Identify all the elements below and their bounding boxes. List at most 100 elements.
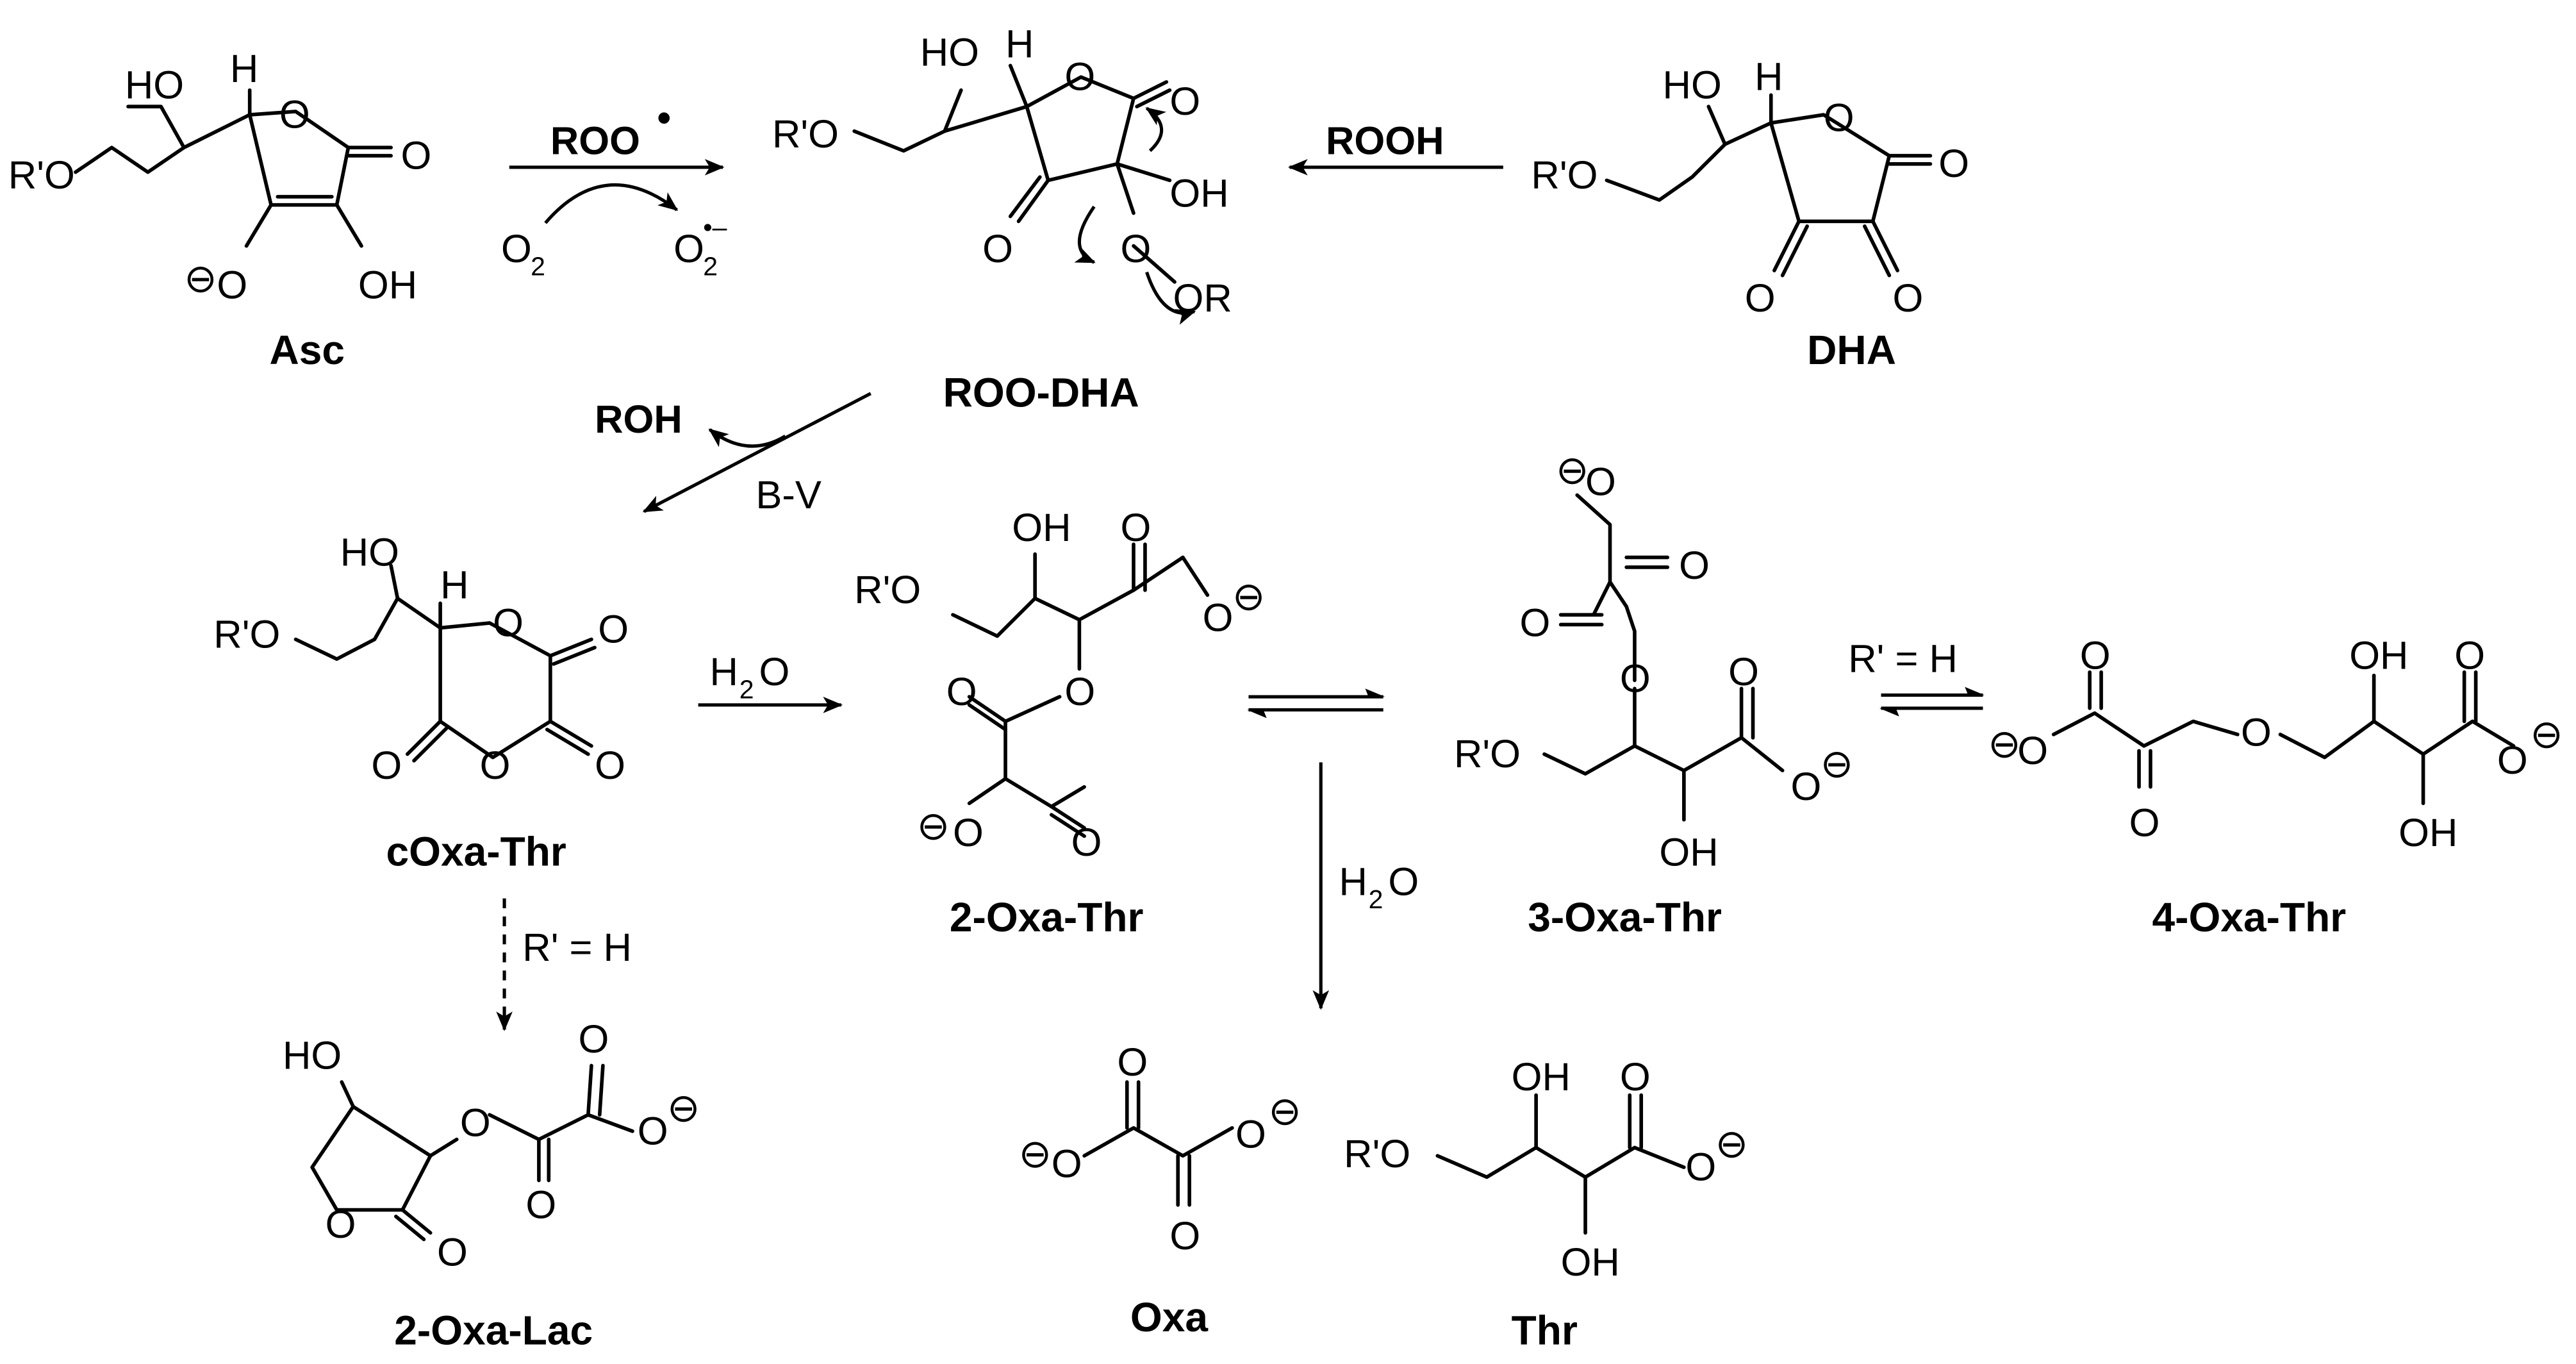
atom-o: O [1728,650,1759,694]
atom-o: O [1169,79,1200,124]
compound-label-2-oxa-thr: 2-Oxa-Thr [950,894,1144,940]
condition-r-equals-h: R' = H [1848,637,1958,681]
atom-o: O [1120,506,1151,550]
atom-ro: R'O [213,612,280,656]
atom-o: O [1071,820,1102,865]
atom-o: O [1824,96,1854,140]
atom-o: O [2080,634,2111,678]
atom-ro: R'O [8,153,75,197]
reagent-superoxide-subscript: 2 [703,252,718,281]
atom-o: O [1620,1055,1651,1099]
radical-dot: • [657,96,672,140]
arrow-roodha-to-coxathr: ROH B-V [595,392,871,517]
reagent-superoxide-superscript: •– [703,212,727,242]
arrow-dha-to-roodha: ROOH [1288,119,1503,176]
arrow-asc-to-roodha: ROO • O 2 O 2 •– [501,96,727,281]
atom-ho: HO [340,530,399,574]
atom-ro: R'O [854,568,921,612]
minus-sign: ⊖ [917,804,950,849]
atom-o: O [217,263,247,308]
atom-o: O [371,744,402,788]
atom-h: H [230,47,258,91]
atom-ho: HO [1663,63,1722,108]
reagent-h2o: H [1339,860,1367,904]
atom-oh: OH [2349,634,2408,678]
atom-o: O [493,601,524,645]
atom-o: O [1585,460,1616,504]
oxa-structure: ⊖ O O O ⊖ O Oxa [1019,1040,1301,1340]
atom-oh: OH [1659,831,1718,875]
atom-o: O [279,93,310,137]
arrow-coxathr-to-2oxathr: H 2 O [698,650,843,713]
compound-label-thr: Thr [1512,1307,1578,1353]
atom-ho: HO [283,1034,342,1078]
compound-label-2-oxa-lac: 2-Oxa-Lac [394,1307,593,1353]
minus-sign: ⊖ [1821,742,1854,786]
reagent-h2o-subscript: 2 [1369,885,1383,914]
atom-ro: R'O [1454,732,1521,776]
atom-o: O [1120,227,1151,271]
dha-structure: R'O HO H O O O O DHA [1531,55,1969,373]
atom-o: O [480,744,511,788]
condition-r-equals-h: R' = H [522,926,632,970]
minus-sign: ⊖ [1268,1090,1301,1134]
thr-structure: R'O OH O O ⊖ OH Thr [1344,1055,1748,1353]
atom-o: O [1745,276,1776,320]
atom-o: O [326,1202,356,1247]
atom-o: O [460,1101,491,1145]
atom-oh: OH [358,263,417,308]
reagent-o2: O [501,227,532,271]
atom-o: O [1064,670,1095,714]
minus-sign: ⊖ [1232,575,1266,619]
atom-o: O [595,744,625,788]
reagent-rooh: ROOH [1326,119,1444,163]
minus-sign: ⊖ [1019,1132,1052,1176]
atom-ro: R'O [1531,153,1598,197]
atom-o: O [1235,1112,1266,1156]
roo-dha-structure: R'O HO H O O O OH O OR ROO-DHA [772,22,1232,416]
atom-o: O [1203,596,1234,640]
atom-o: O [598,608,629,652]
minus-sign: ⊖ [1556,449,1589,493]
reagent-h2o-oxygen: O [759,650,789,694]
coxa-thr-structure: R'O HO H O O O O O cOxa-Thr [213,530,629,874]
atom-o: O [1685,1145,1716,1190]
equilibrium-2oxa-3oxa [1246,688,1385,719]
minus-sign: ⊖ [1715,1122,1749,1167]
atom-o: O [2129,801,2160,845]
arrow-coxathr-to-2oxalac: R' = H [496,898,632,1031]
compound-label-3-oxa-thr: 3-Oxa-Thr [1528,894,1722,940]
atom-oh: OH [1169,171,1228,215]
reagent-h2o-subscript: 2 [739,675,754,704]
atom-ro: R'O [1344,1132,1410,1176]
compound-label-dha: DHA [1807,327,1896,373]
atom-oh: OH [2398,811,2457,855]
atom-h: H [1754,55,1783,99]
reagent-h2o: H [710,650,738,694]
2-oxa-lac-structure: HO O O O O ⊖ O O 2-Oxa-Lac [283,1017,700,1353]
equilibrium-3oxa-4oxa: R' = H [1848,637,1985,717]
atom-o: O [2017,729,2048,773]
minus-sign: ⊖ [1988,722,2021,767]
compound-label-oxa: Oxa [1130,1294,1209,1340]
reagent-bv: B-V [755,473,822,517]
atom-o: O [2454,634,2485,678]
atom-or: OR [1173,276,1232,320]
asc-structure: R'O HO H O O ⊖ O OH Asc [8,47,432,373]
atom-o: O [437,1231,468,1275]
atom-o: O [2241,711,2272,755]
atom-o: O [1679,544,1710,588]
atom-o: O [946,670,977,714]
compound-label-4-oxa-thr: 4-Oxa-Thr [2152,894,2347,940]
3-oxa-thr-structure: ⊖ O O O O R'O O O ⊖ OH 3-Oxa-Thr [1454,449,1853,940]
minus-sign: ⊖ [2530,712,2563,756]
reagent-roo-radical: ROO [550,119,640,163]
atom-ro: R'O [772,112,839,156]
minus-sign: ⊖ [667,1086,700,1131]
compound-label-roo-dha: ROO-DHA [943,369,1139,415]
atom-o: O [953,811,984,855]
atom-o: O [578,1017,609,1061]
atom-o: O [1620,656,1651,701]
atom-o: O [1169,1214,1200,1258]
